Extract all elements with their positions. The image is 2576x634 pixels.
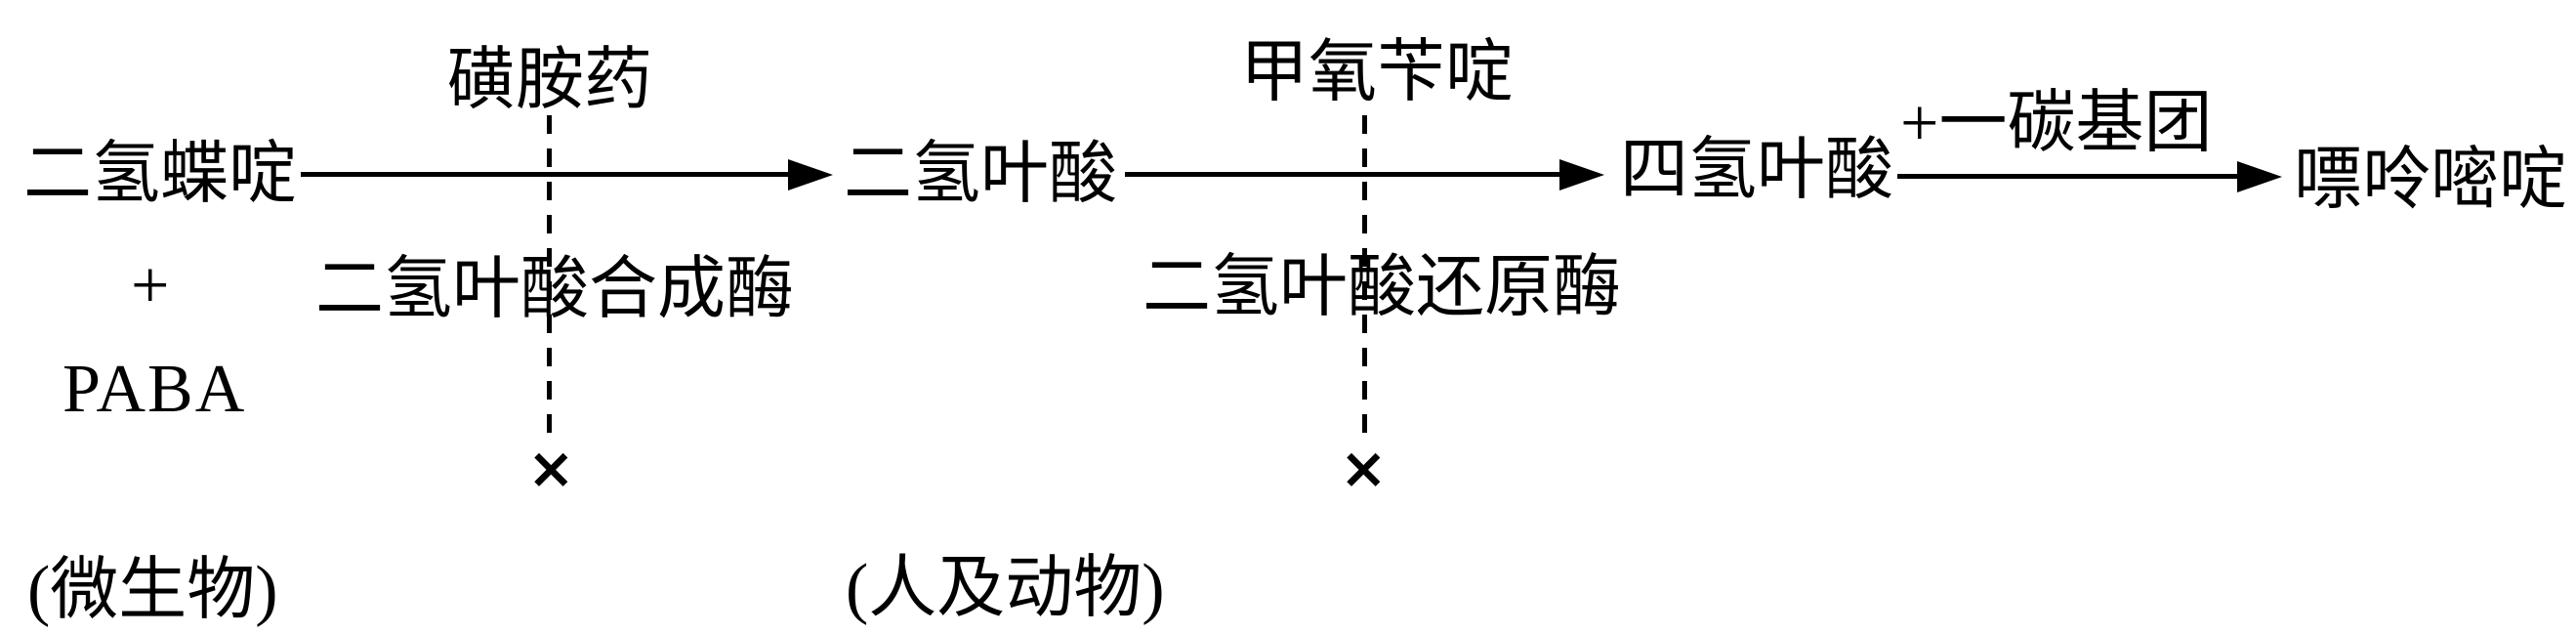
enzyme-label-dihydrofolate-reductase: 二氢叶酸还原酶 [1143,250,1621,325]
reaction-arrow-2 [1125,172,1559,177]
node-tetrahydrofolate: 四氢叶酸 [1620,133,1893,208]
inhibition-dashed-line-1 [547,115,552,436]
reaction-arrow-3 [1897,174,2237,179]
reaction-arrow-1 [301,172,788,177]
node-dihydrofolate: 二氢叶酸 [844,137,1117,212]
plus-sign: + [131,248,170,323]
drug-label-trimethoprim: 甲氧苄啶 [1240,35,1514,110]
node-purine-pyrimidine: 嘌呤嘧啶 [2294,143,2567,218]
arrow-label-one-carbon-unit: +一碳基团 [1900,86,2213,161]
inhibition-cross-icon-1: × [527,435,575,501]
enzyme-label-dihydrofolate-synthase: 二氢叶酸合成酶 [315,252,794,327]
drug-label-sulfonamide: 磺胺药 [447,43,652,118]
inhibition-dashed-line-2 [1362,115,1367,436]
footnote-human-animal: (人及动物) [846,551,1165,626]
node-paba: PABA [62,352,247,427]
inhibition-cross-icon-2: × [1340,435,1388,501]
node-dihydropteridine: 二氢蝶啶 [23,137,297,212]
footnote-microorganism: (微生物) [27,553,278,628]
